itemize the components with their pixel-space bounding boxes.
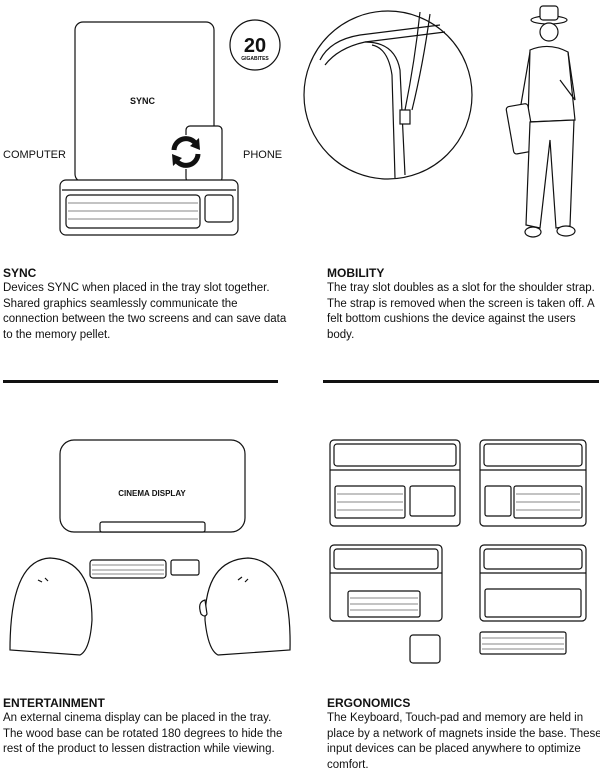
entertainment-body: An external cinema display can be placed… — [3, 712, 283, 755]
storage-badge — [229, 19, 281, 71]
ergonomics-body: The Keyboard, Touch-pad and memory are h… — [327, 712, 600, 771]
mobility-title: MOBILITY — [327, 266, 385, 280]
display-tray — [99, 521, 206, 533]
sync-section: SYNC Devices SYNC when placed in the tra… — [3, 266, 293, 343]
sync-illustration: SYNC COMPUTER PHONE 20 GIGABITES — [3, 19, 282, 236]
sync-title: SYNC — [3, 266, 37, 280]
mobility-body: The tray slot doubles as a slot for the … — [327, 282, 595, 341]
cinema-display-label: CINEMA DISPLAY — [118, 489, 186, 498]
computer-label: COMPUTER — [3, 149, 66, 161]
badge-number: 20 — [244, 35, 266, 57]
divider-left — [3, 380, 278, 383]
layout-variant-1 — [329, 439, 461, 527]
ergonomics-illustration — [329, 439, 587, 664]
mobility-section: MOBILITY The tray slot doubles as a slot… — [327, 266, 600, 343]
sync-screen-label: SYNC — [130, 96, 156, 106]
divider-right — [323, 380, 599, 383]
layout-variant-3 — [329, 544, 443, 622]
keyboard — [65, 194, 201, 229]
viewer-head-left — [9, 557, 93, 656]
sync-arrows-icon — [169, 135, 203, 169]
detached-keyboard — [479, 631, 567, 655]
badge-unit: GIGABITES — [241, 56, 269, 62]
detached-trackpad — [409, 634, 441, 664]
person-figure — [505, 5, 576, 238]
layout-variant-4 — [479, 544, 587, 622]
layout-variant-2 — [479, 439, 587, 527]
trackpad — [170, 559, 200, 576]
phone-label: PHONE — [243, 149, 282, 161]
ergonomics-section: ERGONOMICS The Keyboard, Touch-pad and m… — [327, 696, 600, 773]
entertainment-section: ENTERTAINMENT An external cinema display… — [3, 696, 293, 758]
mobility-illustration — [303, 5, 576, 238]
trackpad — [204, 194, 234, 223]
shoulder-strap — [404, 11, 421, 111]
ergonomics-title: ERGONOMICS — [327, 696, 411, 710]
entertainment-illustration: CINEMA DISPLAY — [9, 439, 291, 656]
cinema-display — [59, 439, 246, 533]
detail-circle — [303, 10, 473, 180]
keyboard — [89, 559, 167, 579]
sync-body: Devices SYNC when placed in the tray slo… — [3, 282, 287, 341]
viewer-head-right — [204, 557, 291, 656]
entertainment-title: ENTERTAINMENT — [3, 696, 105, 710]
